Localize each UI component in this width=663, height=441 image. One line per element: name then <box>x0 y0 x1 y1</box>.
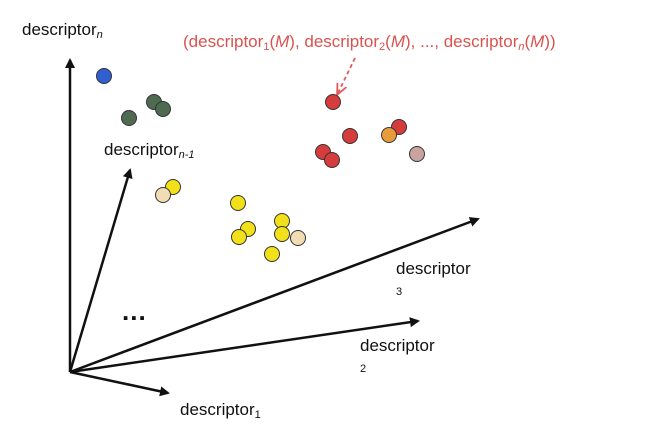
label-descriptor-1: descriptor1 <box>180 400 261 421</box>
axis-descriptor-1 <box>69 370 170 397</box>
data-point-yellow <box>290 230 306 246</box>
data-point-yellow <box>274 226 290 242</box>
axis-descriptor-2 <box>69 317 420 374</box>
label-descriptor-3-subscript: 3 <box>396 286 403 298</box>
data-point-red <box>324 152 340 168</box>
points-group <box>96 68 425 262</box>
data-point-green <box>121 110 137 126</box>
more-axes-ellipsis: ... <box>122 296 147 326</box>
label-descriptor-2: descriptor <box>360 336 435 355</box>
label-descriptor-n-minus-1: descriptorn-1 <box>104 140 195 161</box>
label-descriptor-3: descriptor <box>396 259 471 278</box>
axes-group <box>65 58 480 397</box>
data-point-red <box>409 146 425 162</box>
callout-label: (descriptor1(M), descriptor2(M), ..., de… <box>183 32 556 53</box>
data-point-yellow <box>264 246 280 262</box>
data-point-green <box>155 101 171 117</box>
data-point-red <box>325 94 341 110</box>
data-point-yellow <box>155 187 171 203</box>
axis-descriptor-3 <box>69 217 480 374</box>
data-point-red <box>381 127 397 143</box>
axis-descriptor-n-minus-1 <box>68 168 133 373</box>
label-descriptor-2-subscript: 2 <box>360 363 367 375</box>
callout-arrow <box>338 57 356 93</box>
data-point-red <box>342 128 358 144</box>
label-descriptor-n: descriptorn <box>22 20 103 41</box>
data-point-yellow <box>231 229 247 245</box>
data-point-blue <box>96 68 112 84</box>
data-point-yellow <box>230 195 246 211</box>
